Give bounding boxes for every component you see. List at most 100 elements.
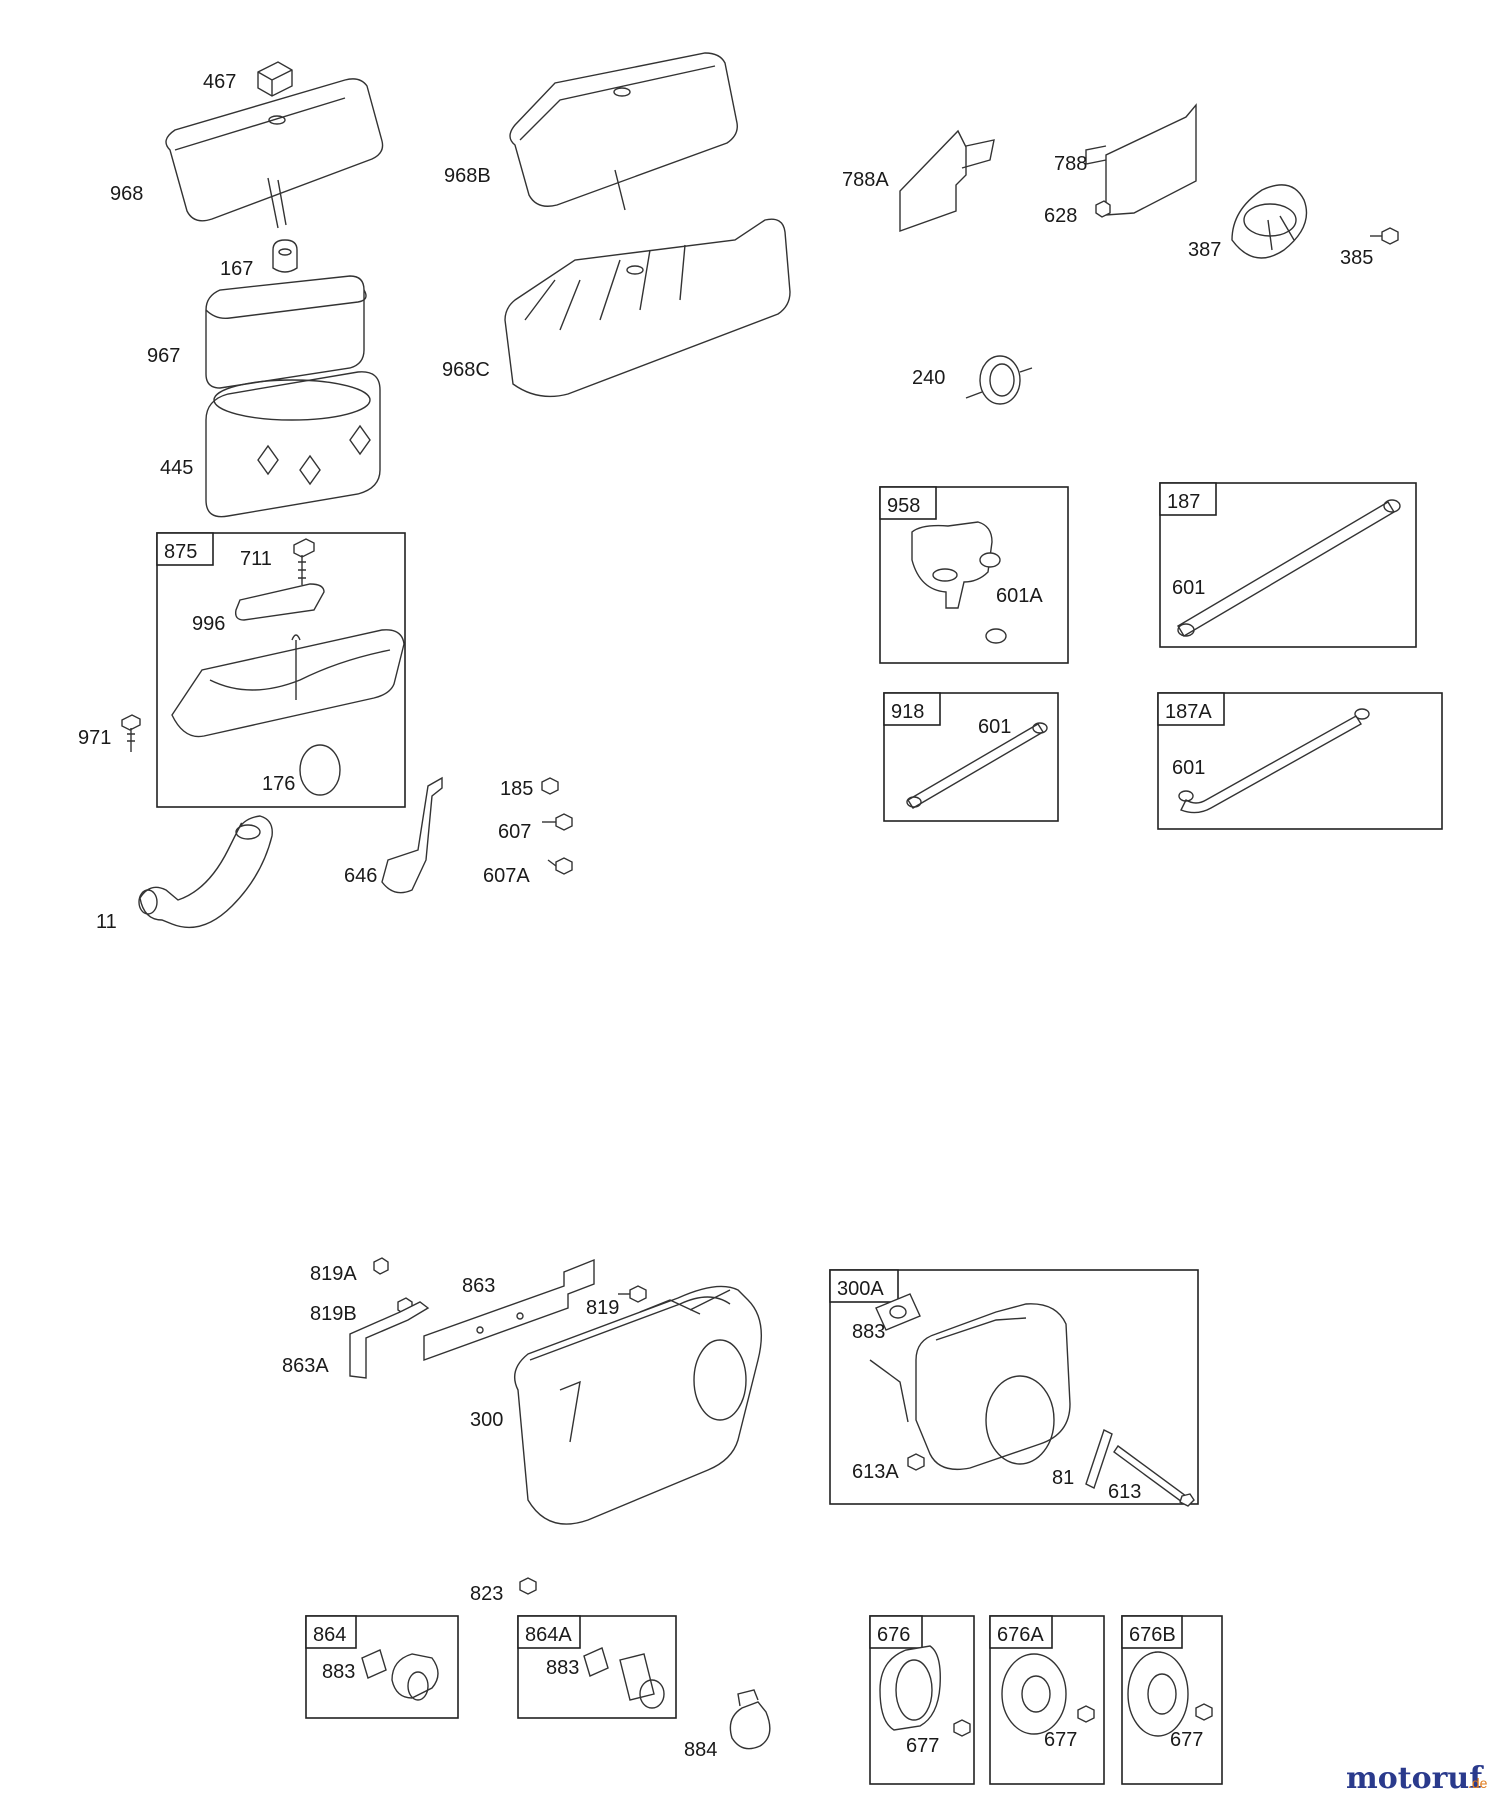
label-819b: 819B [310, 1303, 357, 1325]
screw-819a-icon [373, 1257, 389, 1275]
box-label-676b: 676B [1129, 1624, 1176, 1646]
label-646: 646 [344, 865, 377, 887]
label-819a: 819A [310, 1263, 357, 1285]
label-968b: 968B [444, 165, 491, 187]
clamp-601a-icon [979, 552, 1007, 644]
label-613a: 613A [852, 1461, 899, 1483]
label-788a: 788A [842, 169, 889, 191]
label-240: 240 [912, 367, 945, 389]
label-863a: 863A [282, 1355, 329, 1377]
box-label-875: 875 [164, 541, 197, 563]
bracket-788-icon [1085, 103, 1197, 216]
box-300a: 300A [829, 1269, 1199, 1505]
fuel-line-187-icon [1177, 499, 1401, 637]
bracket-863a-icon [349, 1301, 430, 1379]
box-label-864a: 864A [525, 1624, 572, 1646]
screw-628-icon [1095, 200, 1111, 218]
box-label-958: 958 [887, 495, 920, 517]
screw-385-icon [1370, 227, 1399, 245]
label-819: 819 [586, 1297, 619, 1319]
bracket-863-icon [423, 1258, 595, 1361]
label-677-676a: 677 [1044, 1729, 1077, 1751]
spark-arrestor-676a-icon [1001, 1653, 1067, 1735]
screw-607-icon [542, 813, 573, 831]
label-385: 385 [1340, 247, 1373, 269]
label-167: 167 [220, 258, 253, 280]
label-607a: 607A [483, 865, 530, 887]
label-996: 996 [192, 613, 225, 635]
air-cleaner-cover-968b-icon [509, 52, 738, 211]
label-677-676: 677 [906, 1735, 939, 1757]
label-883-864: 883 [322, 1661, 355, 1683]
label-823: 823 [470, 1583, 503, 1605]
label-387: 387 [1188, 239, 1221, 261]
screw-677-676a-icon [1077, 1705, 1095, 1723]
box-label-676: 676 [877, 1624, 910, 1646]
label-788: 788 [1054, 153, 1087, 175]
deflector-81-icon [1085, 1429, 1113, 1489]
nut-185-icon [541, 777, 559, 795]
label-601-187: 601 [1172, 577, 1205, 599]
box-label-300a: 300A [837, 1278, 884, 1300]
screw-823-icon [519, 1577, 537, 1595]
label-445: 445 [160, 457, 193, 479]
label-467: 467 [203, 71, 236, 93]
label-968c: 968C [442, 359, 490, 381]
label-601a: 601A [996, 585, 1043, 607]
label-300: 300 [470, 1409, 503, 1431]
exhaust-pipe-864a-icon [583, 1647, 665, 1709]
box-label-187: 187 [1167, 491, 1200, 513]
bracket-788a-icon [899, 129, 995, 232]
label-863: 863 [462, 1275, 495, 1297]
box-676: 676 [869, 1615, 975, 1785]
label-711: 711 [240, 548, 272, 570]
screw-613a-icon [907, 1453, 925, 1471]
pre-cleaner-967-icon [205, 275, 367, 389]
label-81: 81 [1052, 1467, 1074, 1489]
label-607: 607 [498, 821, 531, 843]
label-601-187a: 601 [1172, 757, 1205, 779]
box-label-864: 864 [313, 1624, 346, 1646]
part-labels: 467 968 968B 167 967 968C 445 788A 788 6… [78, 71, 1373, 1761]
box-187: 187 [1159, 482, 1417, 648]
gasket-883-300a-icon [875, 1293, 921, 1331]
box-676b: 676B [1121, 1615, 1223, 1785]
air-cleaner-cover-968-icon [165, 78, 384, 229]
grommet-167-icon [272, 239, 298, 273]
watermark-word: motoruf [1346, 1761, 1484, 1796]
screw-711-icon [293, 538, 315, 585]
exhaust-pipe-864-icon [361, 1649, 439, 1701]
box-label-187a: 187A [1165, 701, 1212, 723]
fuel-line-187a-icon [1178, 708, 1370, 814]
label-677-676b: 677 [1170, 1729, 1203, 1751]
o-ring-176-icon [299, 744, 341, 796]
air-cleaner-base-968c-icon [504, 218, 791, 398]
screw-677-676-icon [953, 1719, 971, 1737]
box-864a: 864A [517, 1615, 677, 1719]
muffler-300a-icon [869, 1303, 1071, 1471]
label-883-300a: 883 [852, 1321, 885, 1343]
knob-467-icon [257, 61, 293, 97]
base-plate-icon [171, 629, 405, 738]
watermark-logo: motoruf .de [1346, 1761, 1488, 1796]
clamp-884-icon [729, 1689, 771, 1750]
box-676a: 676A [989, 1615, 1105, 1785]
fuel-line-918-icon [906, 722, 1048, 809]
fuel-pump-387-icon [1231, 184, 1308, 259]
filter-445-icon [205, 371, 381, 518]
label-176: 176 [262, 773, 295, 795]
bracket-996-icon [234, 583, 325, 621]
fuel-filter-240-icon [965, 355, 1033, 405]
label-971: 971 [78, 727, 111, 749]
box-958: 958 [879, 486, 1069, 664]
screw-607a-icon [547, 857, 573, 875]
spark-arrestor-676-icon [879, 1645, 941, 1731]
label-884: 884 [684, 1739, 717, 1761]
box-918: 918 [883, 692, 1059, 822]
box-label-918: 918 [891, 701, 924, 723]
label-968: 968 [110, 183, 143, 205]
screw-819-icon [618, 1285, 647, 1303]
bolt-613-icon [1113, 1445, 1195, 1507]
box-864: 864 [305, 1615, 459, 1719]
